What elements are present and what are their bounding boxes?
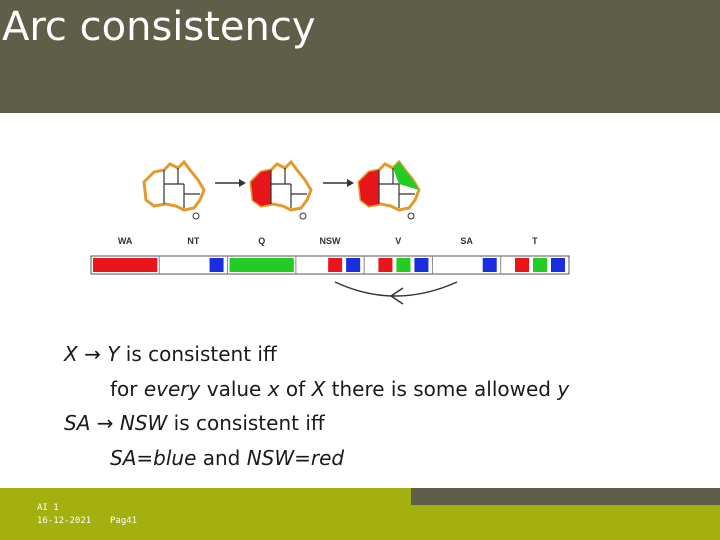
arrow-symbol: → [96,411,114,435]
footer-course: AI 1 [37,503,59,513]
domain-value-green [396,258,411,272]
sa-equals-blue: SA=blue [110,446,197,470]
curved-arrow [334,281,458,297]
text: is consistent iff [119,342,277,366]
state-borders [378,168,415,208]
tasmania [407,212,415,220]
text: value [200,377,268,401]
domain-value-blue [482,258,497,272]
variable-labels: WA NT Q NSW V SA T [118,236,538,246]
body-line-1: X → Y is consistent iff [64,342,277,366]
var-label-nt: NT [187,236,199,246]
var-x-lower: x [267,377,280,401]
footer-page-number: Pag41 [110,516,138,526]
arrow-2-head [347,179,354,187]
body-line-2: for every value x of X there is some all… [110,377,569,401]
australia-map-2 [249,159,313,220]
domain-value-blue [209,258,224,272]
q-region [393,162,419,190]
curved-arrow-head [389,287,404,305]
body-line-4: SA=blue and NSW=red [110,446,344,470]
footer-accent [411,488,720,505]
domain-value-blue [346,258,361,272]
text: and [196,446,247,470]
var-label-t: T [532,236,538,246]
australia-map-3 [357,159,421,220]
var-label-sa: SA [460,236,473,246]
tasmania [299,212,307,220]
var-label-wa: WA [118,236,133,246]
slide-title: Arc consistency [2,4,316,50]
domain-value-blue [414,258,429,272]
text: is consistent iff [167,411,325,435]
var-label-q: Q [258,236,265,246]
arrow-1-head [239,179,246,187]
arc-consistency-figure: WA NT Q NSW V SA T [90,159,570,305]
domain-value-blue [551,258,565,272]
var-y-lower: y [557,377,570,401]
domain-cells [93,256,565,274]
domain-value-red [515,258,529,272]
text: there is some allowed [325,377,558,401]
nsw-equals-red: NSW=red [246,446,345,470]
var-sa: SA [64,411,91,435]
arrow-symbol: → [84,342,101,366]
var-label-v: V [395,236,401,246]
var-x: X [311,377,326,401]
australia-map-1 [142,159,206,220]
state-borders [163,168,200,208]
text-every: every [143,377,201,401]
var-nsw: NSW [119,411,168,435]
domain-value-red [93,258,158,272]
var-label-nsw: NSW [320,236,342,246]
var-y: Y [107,342,120,366]
var-x: X [64,342,78,366]
tasmania [192,212,200,220]
domain-value-green [533,258,547,272]
domain-value-red [328,258,343,272]
body-line-3: SA → NSW is consistent iff [64,411,325,435]
wa-region [251,170,271,206]
text: of [279,377,312,401]
text: for [110,377,144,401]
australia-outline [142,159,206,212]
domain-value-red [378,258,393,272]
wa-region [359,170,379,206]
state-borders [270,168,307,208]
title-bar: Arc consistency [0,0,720,113]
domain-value-green [229,258,294,272]
footer-date: 16-12-2021 [37,516,92,526]
